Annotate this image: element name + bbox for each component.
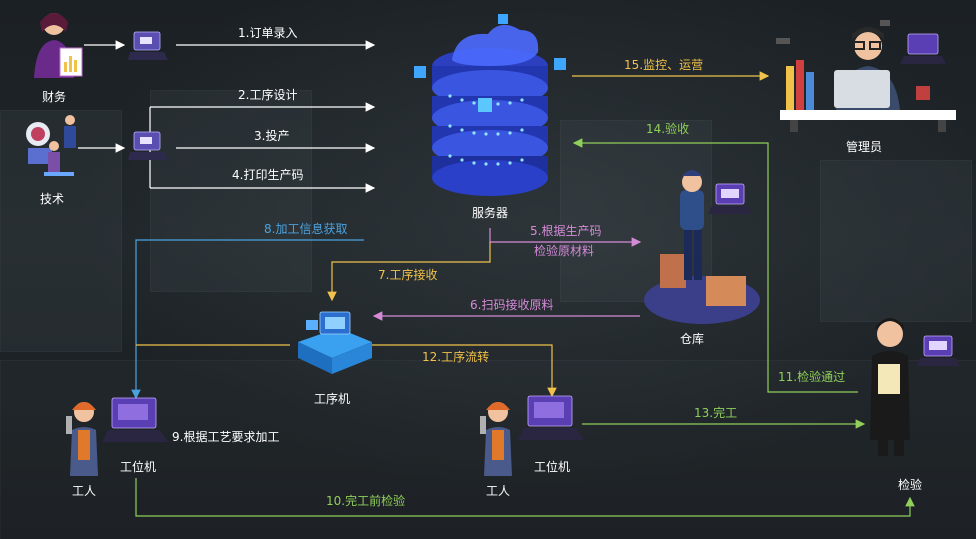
node-worker-1: 工人 (71, 484, 96, 498)
step-10-label: 10.完工前检验 (326, 494, 406, 508)
step-9-label: 9.根据工艺要求加工 (172, 430, 280, 444)
step-5-label-line2: 检验原材料 (534, 244, 595, 258)
step-5-label: 5.根据生产码 (530, 224, 602, 238)
laptop-icon (128, 31, 168, 60)
arrow-s10 (135, 478, 915, 517)
step-8-label: 8.加工信息获取 (264, 222, 348, 236)
laptop-icon (916, 335, 960, 366)
inspector-icon (870, 318, 910, 456)
worker-icon (480, 402, 512, 476)
node-admin: 管理员 (845, 140, 882, 154)
step-2-label: 2.工序设计 (238, 88, 298, 102)
admin-desk-icon (776, 20, 956, 132)
bg-machine (150, 90, 312, 292)
laptop-icon (708, 183, 752, 214)
step-1-label: 1.订单录入 (238, 26, 298, 40)
bg-machine (0, 110, 122, 352)
step-11-label: 11.检验通过 (778, 370, 846, 384)
arrow-s14-s11 (572, 138, 858, 393)
worker-icon (66, 402, 98, 476)
step-6-label: 6.扫码接收原料 (470, 298, 554, 312)
laptop-icon (518, 395, 584, 440)
step-12-label: 12.工序流转 (422, 350, 490, 364)
laptop-icon (102, 397, 168, 442)
node-warehouse: 仓库 (679, 332, 704, 346)
node-worker-2: 工人 (485, 484, 510, 498)
step-3-label: 3.投产 (254, 129, 290, 143)
laptop-icon (128, 131, 168, 160)
node-tech: 技术 (39, 192, 64, 206)
node-server: 服务器 (471, 206, 508, 220)
node-inspection: 检验 (897, 478, 922, 492)
node-finance: 财务 (41, 90, 66, 104)
node-station-pc-1: 工位机 (119, 460, 156, 474)
warehouse-icon (644, 170, 760, 324)
step-15-label: 15.监控、运营 (624, 58, 704, 72)
step-13-label: 13.完工 (694, 406, 738, 420)
tech-people-icon (26, 115, 76, 176)
node-process-pc: 工序机 (313, 392, 350, 406)
process-machine-icon (298, 311, 372, 374)
arrow-s12 (372, 344, 557, 398)
arrow-s7 (327, 242, 491, 302)
node-station-pc-2: 工位机 (533, 460, 570, 474)
bg-machine (820, 160, 972, 322)
step-7-label: 7.工序接收 (378, 268, 438, 282)
step-14-label: 14.验收 (646, 122, 690, 136)
step-4-label: 4.打印生产码 (232, 168, 304, 182)
server-icon (414, 14, 566, 196)
finance-person-icon (34, 13, 83, 78)
